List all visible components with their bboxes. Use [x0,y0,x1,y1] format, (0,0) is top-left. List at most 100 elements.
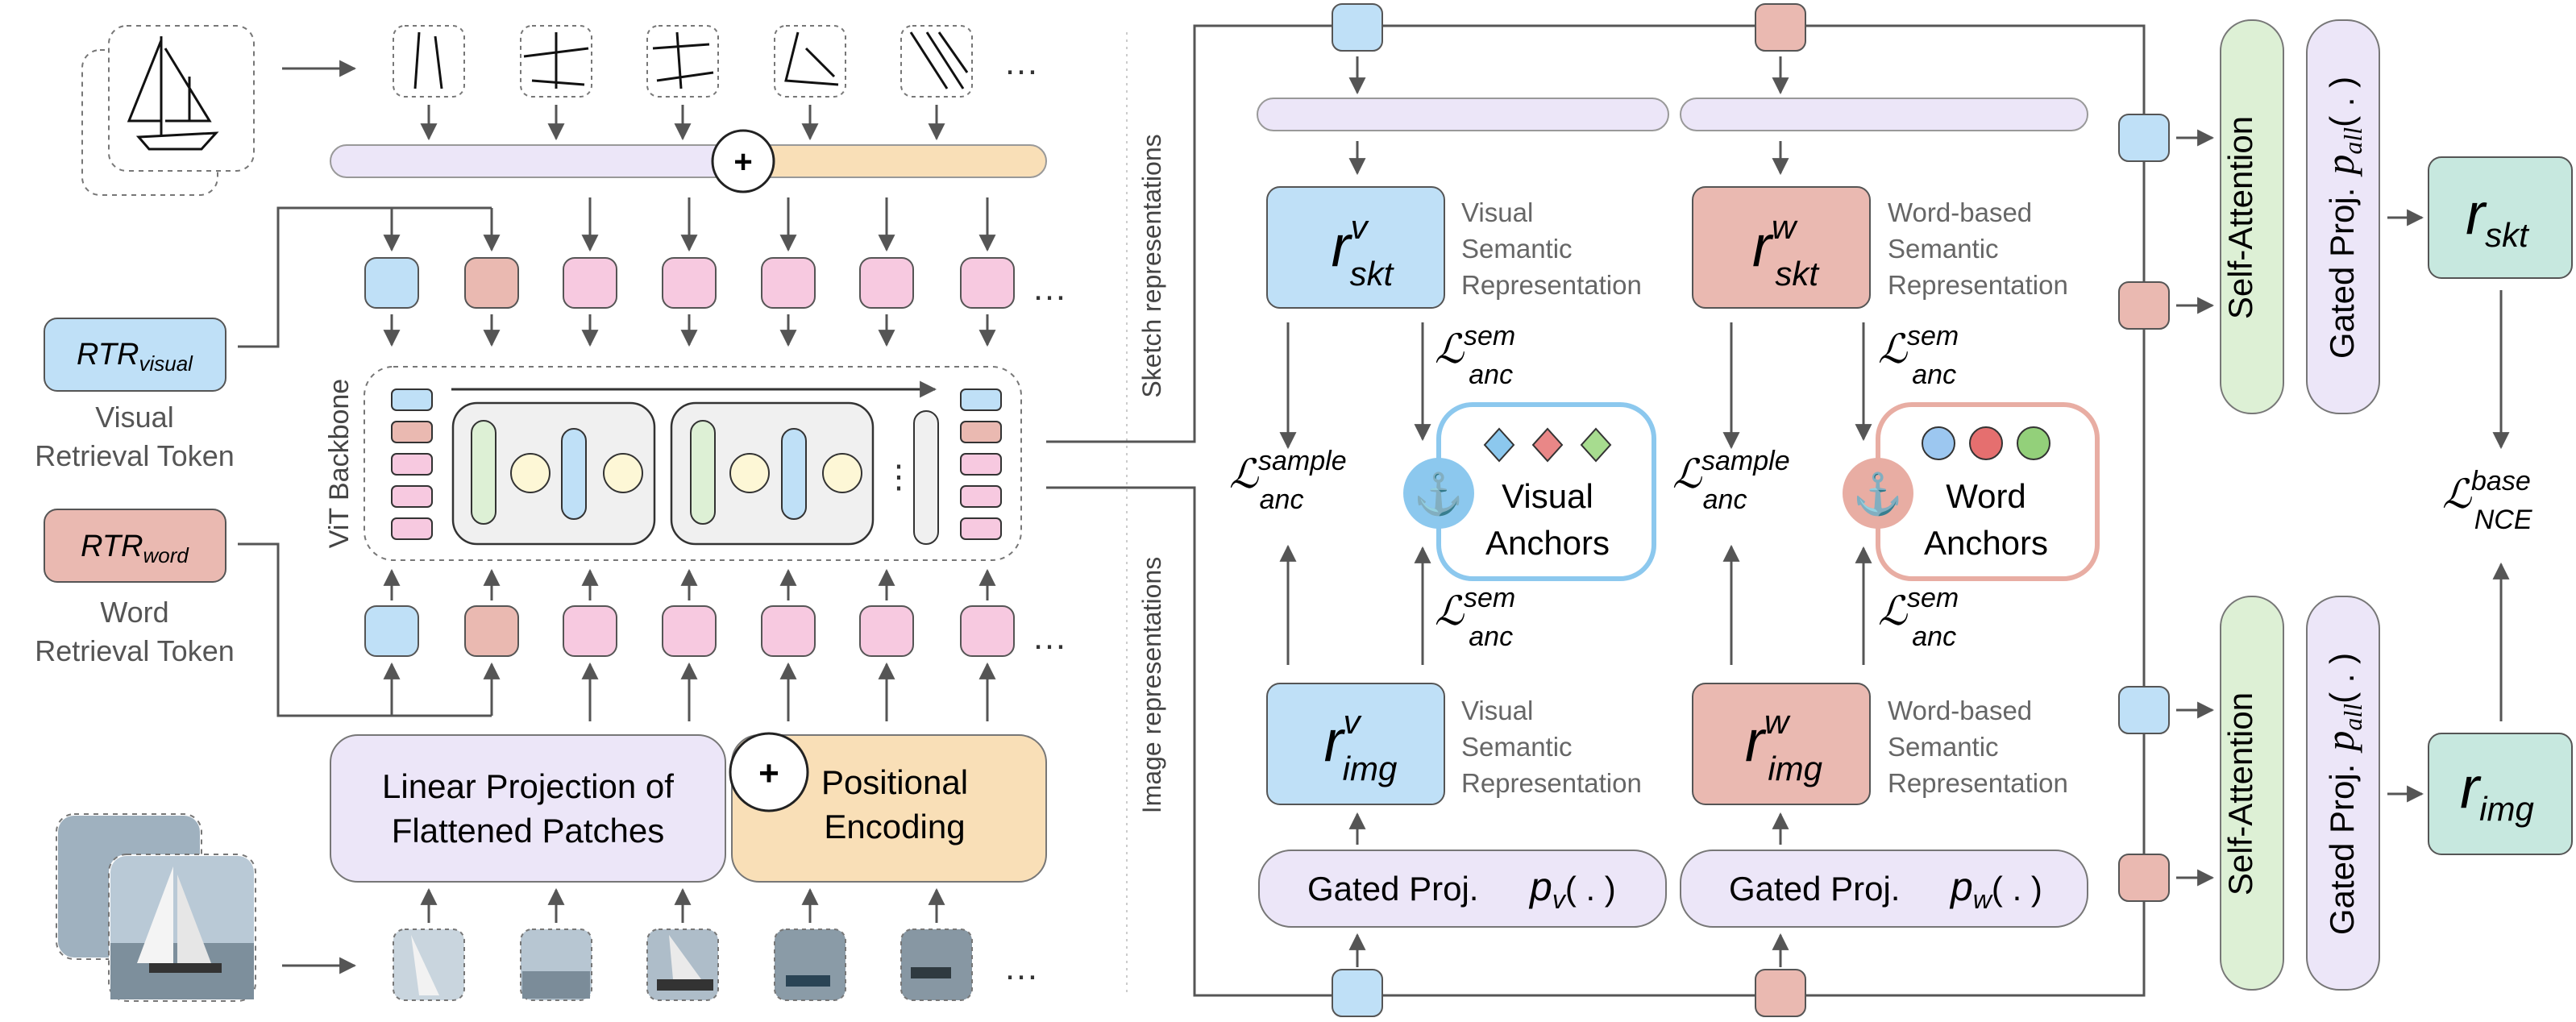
svg-text:Gated Proj.: Gated Proj. [1729,870,1900,908]
r-img-visual-desc-1: Visual [1461,696,1533,725]
sketch-add-node [711,129,775,193]
gated-proj-pw: Gated Proj. pw( . ) [1680,850,2088,928]
frame-top-visual-token [1332,3,1383,52]
bottom-token-ellipsis: … [1032,617,1067,657]
positional-encoding-line1: Positional [821,763,968,801]
linear-projection-line1: Linear Projection of [382,767,674,805]
backbone-input-stack [391,388,433,540]
svg-text:Anchors: Anchors [1485,524,1610,562]
positional-encoding-box [731,734,1047,883]
sketch-patch-ellipsis: … [1003,43,1039,82]
r-img-word-desc-2: Semantic [1888,732,1999,762]
self-attention-image-label: Self-Attention [2221,692,2259,895]
rtr-word-caption-2: Retrieval Token [35,634,234,667]
r-skt-word-desc-2: Semantic [1888,234,1999,264]
word-anchor-glyph: ⚓ [1853,471,1903,517]
r-skt-word-desc-3: Representation [1888,270,2068,300]
sketch-linear-embed-bar [330,144,744,178]
word-anchors-box: Word Anchors [1876,402,2100,581]
r-img-visual-desc-3: Representation [1461,768,1642,798]
svg-text:rimg: rimg [2460,756,2534,828]
image-input-stack [56,813,256,1002]
frame-bottom-visual-token [1332,969,1383,1017]
svg-text:Gated Proj.pall( . ): Gated Proj.pall( . ) [2317,653,2367,935]
r-img-word-desc-1: Word-based [1888,696,2032,725]
svg-text:Word: Word [1946,477,2026,515]
rtr-word-token: RTRword [44,509,226,583]
r-skt-visual-desc-3: Representation [1461,270,1642,300]
backbone-vdots: ⋮ [883,459,915,495]
gated-proj-pv: Gated Proj. pv( . ) [1258,850,1667,928]
positional-encoding-line2: Encoding [824,808,965,845]
visual-anchor-glyph: ⚓ [1414,471,1464,517]
image-representations-label: Image representations [1137,557,1166,813]
gated-proj-pall-sketch: Gated Proj.pall( . ) [2306,19,2380,414]
r-skt-visual-desc-2: Semantic [1461,234,1573,264]
sketch-patches [393,25,973,98]
word-anchor-icon [1843,458,1913,529]
svg-text:RTRvisual: RTRvisual [77,338,193,376]
word-anchor-red-icon [1969,426,2003,460]
r-img-word-desc-3: Representation [1888,768,2068,798]
frame-right-image-word-token [2118,854,2170,902]
image-patches [393,929,973,1001]
sketch-visual-bar [1257,98,1669,131]
self-attention-image [2220,596,2284,991]
visual-anchors-box: Visual Anchors [1436,402,1656,581]
backbone-output-stack [960,388,1002,540]
sketch-input-stack [81,25,255,196]
word-anchor-blue-icon [1922,426,1955,460]
rtr-visual-caption-1: Visual [95,401,173,434]
vit-backbone-label: ViT Backbone [324,379,355,548]
image-patch-ellipsis: … [1003,948,1039,987]
svg-text:rskt: rskt [2466,182,2530,254]
visual-anchor-blue-icon [1483,427,1515,463]
linear-projection-line2: Flattened Patches [392,812,665,850]
sketch-plus: + [733,144,752,180]
frame-bottom-word-token [1755,969,1806,1017]
svg-text:RTRword: RTRword [81,530,189,567]
r-skt-visual-desc-1: Visual [1461,197,1533,227]
r-skt-output: rskt [2428,156,2573,279]
visual-anchor-icon [1403,458,1474,529]
r-skt-word-desc-1: Word-based [1888,197,2032,227]
sketch-pos-embed-bar [739,144,1047,178]
sketch-token-row [364,257,1015,309]
svg-text:pw( . ): pw( . ) [1949,864,2042,914]
frame-top-word-token [1755,3,1806,52]
rtr-visual-caption-2: Retrieval Token [35,439,234,472]
self-attention-sketch [2220,19,2284,414]
representation-frame [1046,24,2146,997]
word-anchor-green-icon [2017,426,2050,460]
sketch-word-bar [1680,98,2088,131]
visual-anchor-red-icon [1531,427,1564,463]
image-plus: + [758,754,779,793]
sailboat-sketch-icon [127,36,219,151]
top-token-ellipsis: … [1032,268,1067,308]
linear-projection-box [330,734,726,883]
transformer-block-2 [670,401,875,546]
svg-text:Anchors: Anchors [1924,524,2048,562]
sketch-representations-label: Sketch representations [1137,134,1166,397]
frame-right-image-visual-token [2118,686,2170,734]
